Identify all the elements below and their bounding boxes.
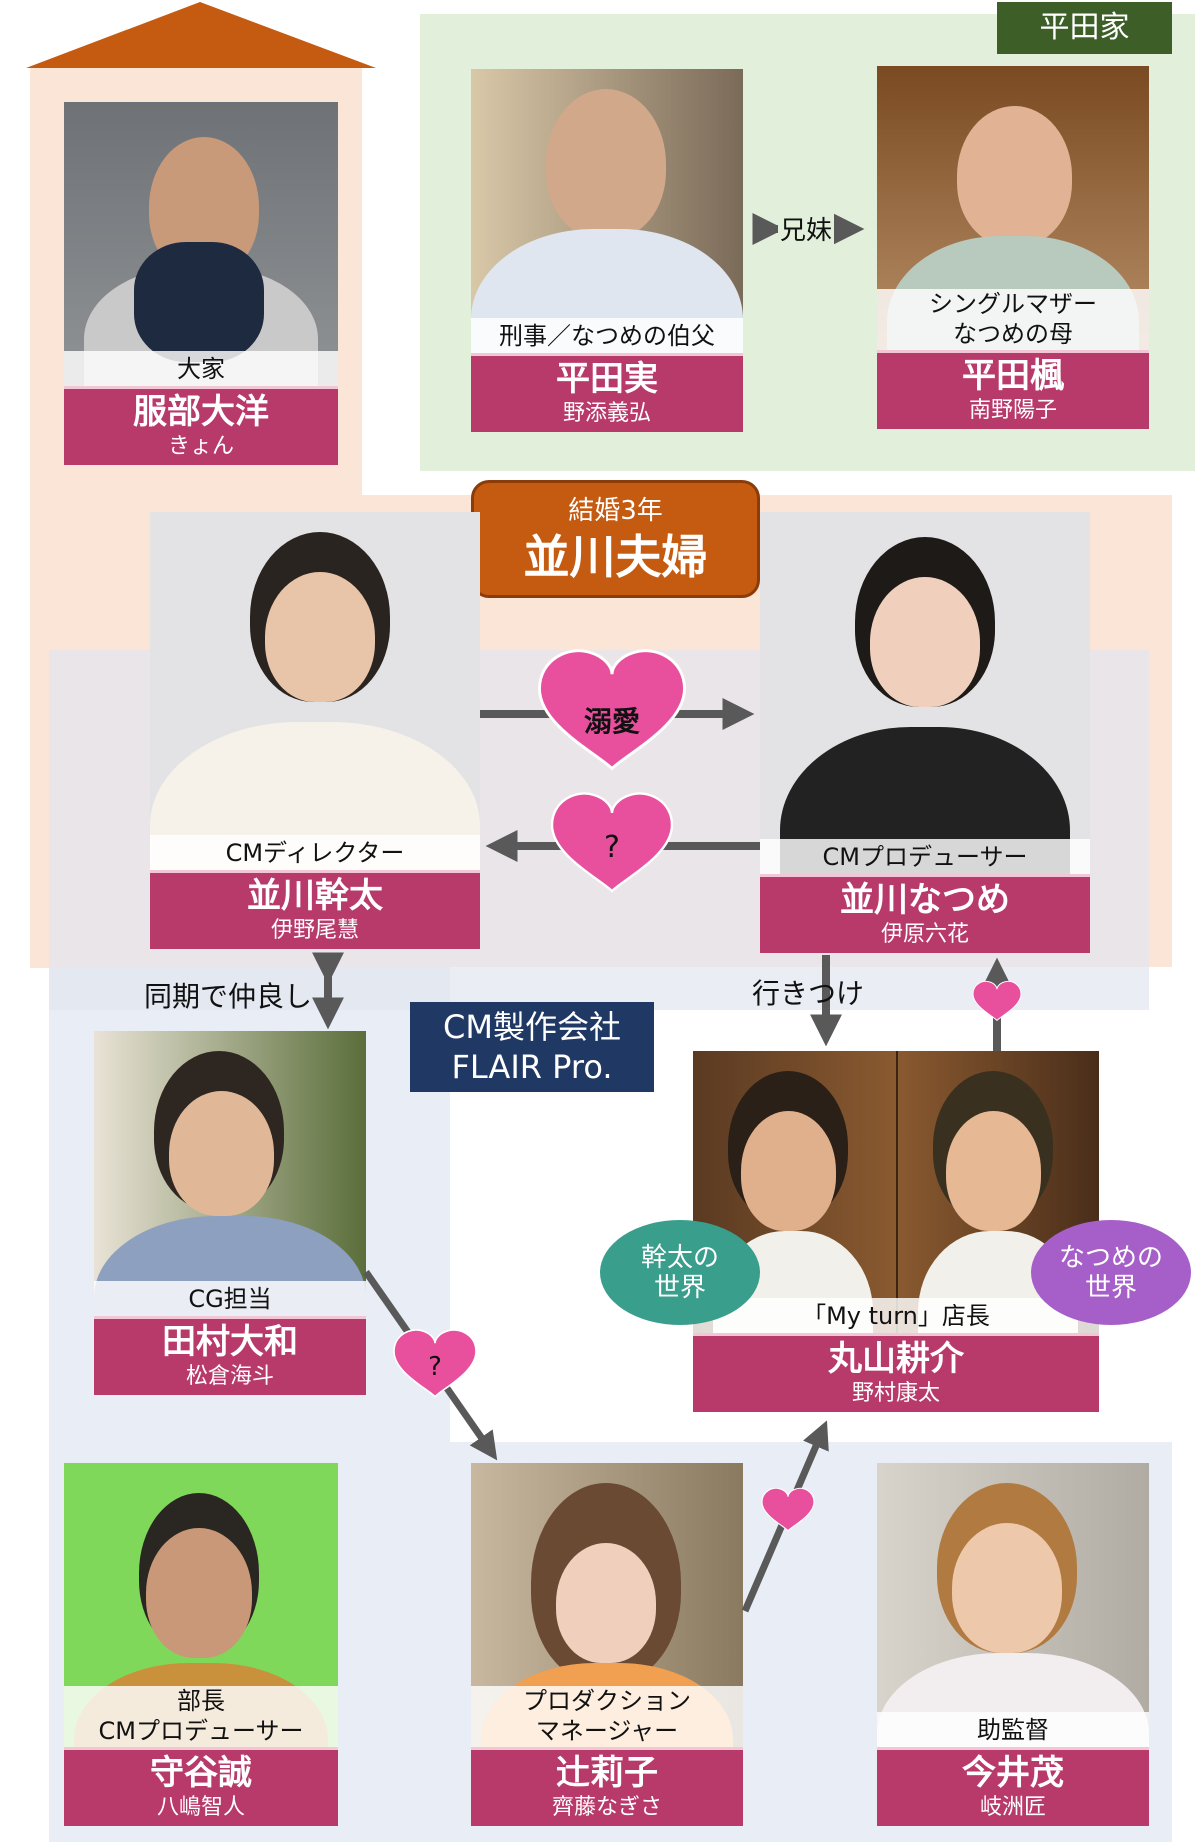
siblings-label: 兄妹: [778, 210, 835, 247]
question-label: ?: [604, 830, 620, 865]
role-line-2: CMプロデューサー: [98, 1717, 304, 1745]
couple-title: 並川夫婦: [523, 530, 708, 584]
character-name: 並川幹太: [247, 876, 383, 916]
natsume-world-label: なつめの世界: [1058, 1242, 1163, 1303]
role-line-1: 部長: [177, 1687, 225, 1715]
role-line-2: なつめの母: [953, 320, 1073, 348]
kanta-world-bubble: 幹太の世界: [600, 1220, 760, 1325]
role-label: プロダクションマネージャー: [471, 1686, 743, 1750]
role-label: 助監督: [877, 1712, 1149, 1750]
role-label: 大家: [64, 351, 338, 389]
character-name: 辻莉子: [556, 1753, 658, 1793]
regular-label: 行きつけ: [752, 977, 865, 1010]
actor-name: 松倉海斗: [185, 1364, 274, 1389]
actor-name: 伊原六花: [880, 922, 969, 947]
kanta-world-label: 幹太の世界: [640, 1242, 719, 1303]
character-card-tamura: CG担当 田村大和松倉海斗: [94, 1031, 366, 1395]
character-name: 今井茂: [962, 1753, 1064, 1793]
house-roof: [26, 2, 376, 68]
character-card-namikawa-natsume: CMプロデューサー 並川なつめ伊原六花: [760, 512, 1090, 953]
character-name: 田村大和: [162, 1322, 298, 1362]
actor-name: 野村康太: [851, 1381, 940, 1406]
name-band: 平田実野添義弘: [471, 356, 743, 432]
hirata-family-label: 平田家: [997, 2, 1172, 54]
role-label: CG担当: [94, 1281, 366, 1319]
role-label: 「My turn」店長: [693, 1298, 1099, 1336]
name-band: 服部大洋きょん: [64, 389, 338, 465]
role-label: シングルマザーなつめの母: [877, 289, 1149, 353]
name-band: 田村大和松倉海斗: [94, 1319, 366, 1395]
marriage-years: 結婚3年: [568, 496, 663, 526]
character-name: 服部大洋: [133, 392, 269, 432]
character-name: 丸山耕介: [828, 1339, 964, 1379]
role-label: 刑事／なつめの伯父: [471, 318, 743, 356]
actor-name: 八嶋智人: [156, 1795, 245, 1820]
actor-name: 齊藤なぎさ: [551, 1795, 662, 1820]
name-band: 並川なつめ伊原六花: [760, 877, 1090, 953]
name-band: 辻莉子齊藤なぎさ: [471, 1750, 743, 1826]
character-card-tsuji: プロダクションマネージャー 辻莉子齊藤なぎさ: [471, 1463, 743, 1826]
character-card-hattori: 大家 服部大洋きょん: [64, 102, 338, 465]
role-label: CMプロデューサー: [760, 839, 1090, 877]
character-card-hirata-kaede: シングルマザーなつめの母 平田楓南野陽子: [877, 66, 1149, 429]
name-band: 守谷誠八嶋智人: [64, 1750, 338, 1826]
couple-badge: 結婚3年 並川夫婦: [471, 480, 760, 598]
character-name: 平田実: [556, 359, 658, 399]
company-name: FLAIR Pro.: [451, 1048, 613, 1086]
company-label: CM製作会社 FLAIR Pro.: [410, 1002, 654, 1092]
actor-name: 南野陽子: [968, 398, 1057, 423]
character-card-hirata-minoru: 刑事／なつめの伯父 平田実野添義弘: [471, 69, 743, 432]
role-line-1: シングルマザー: [929, 290, 1097, 318]
character-card-maruyama: 「My turn」店長 丸山耕介野村康太: [693, 1051, 1099, 1412]
name-band: 平田楓南野陽子: [877, 353, 1149, 429]
natsume-world-bubble: なつめの世界: [1031, 1220, 1191, 1325]
name-band: 今井茂岐洲匠: [877, 1750, 1149, 1826]
character-name: 並川なつめ: [840, 880, 1010, 920]
actor-name: きょん: [167, 434, 234, 459]
actor-name: 野添義弘: [562, 401, 651, 426]
character-name: 守谷誠: [150, 1753, 252, 1793]
role-line-1: プロダクション: [523, 1687, 691, 1715]
character-card-imai: 助監督 今井茂岐洲匠: [877, 1463, 1149, 1826]
name-band: 並川幹太伊野尾慧: [150, 873, 480, 949]
actor-name: 岐洲匠: [979, 1795, 1046, 1820]
character-card-namikawa-kanta: CMディレクター 並川幹太伊野尾慧: [150, 512, 480, 949]
role-line-2: マネージャー: [535, 1717, 679, 1745]
company-type: CM製作会社: [443, 1008, 621, 1046]
friends-label: 同期で仲良し: [144, 980, 313, 1013]
name-band: 丸山耕介野村康太: [693, 1336, 1099, 1412]
actor-name: 伊野尾慧: [270, 918, 359, 943]
role-label: CMディレクター: [150, 835, 480, 873]
question-label-2: ?: [428, 1352, 442, 1382]
doting-label: 溺愛: [583, 705, 640, 738]
character-name: 平田楓: [962, 356, 1064, 396]
